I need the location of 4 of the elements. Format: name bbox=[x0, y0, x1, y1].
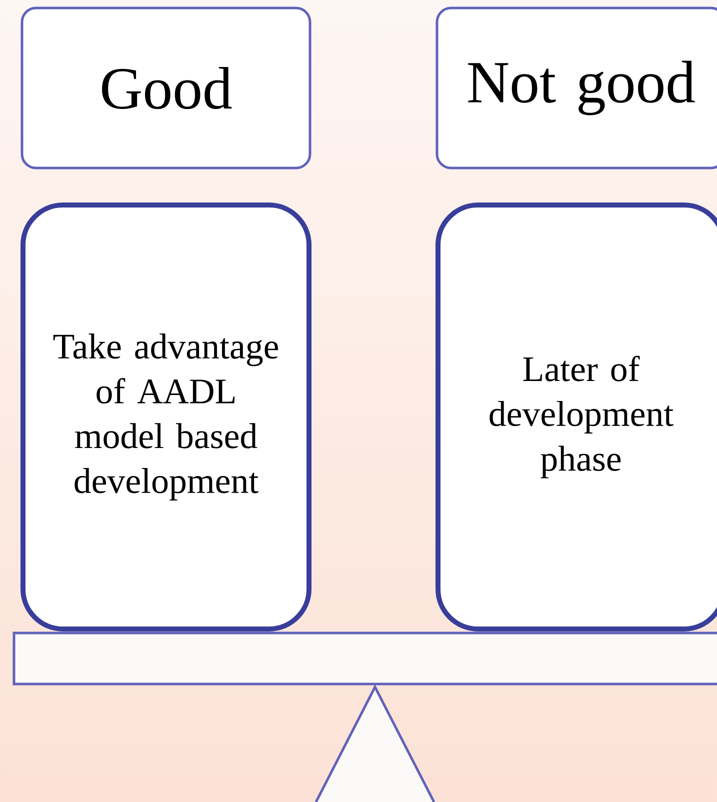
heading-box: Good bbox=[20, 6, 312, 170]
heading-box: Not good bbox=[436, 6, 717, 170]
text-box: Take advantage of AADL model based development bbox=[20, 202, 312, 632]
text-box: Later of development phase bbox=[436, 202, 717, 632]
